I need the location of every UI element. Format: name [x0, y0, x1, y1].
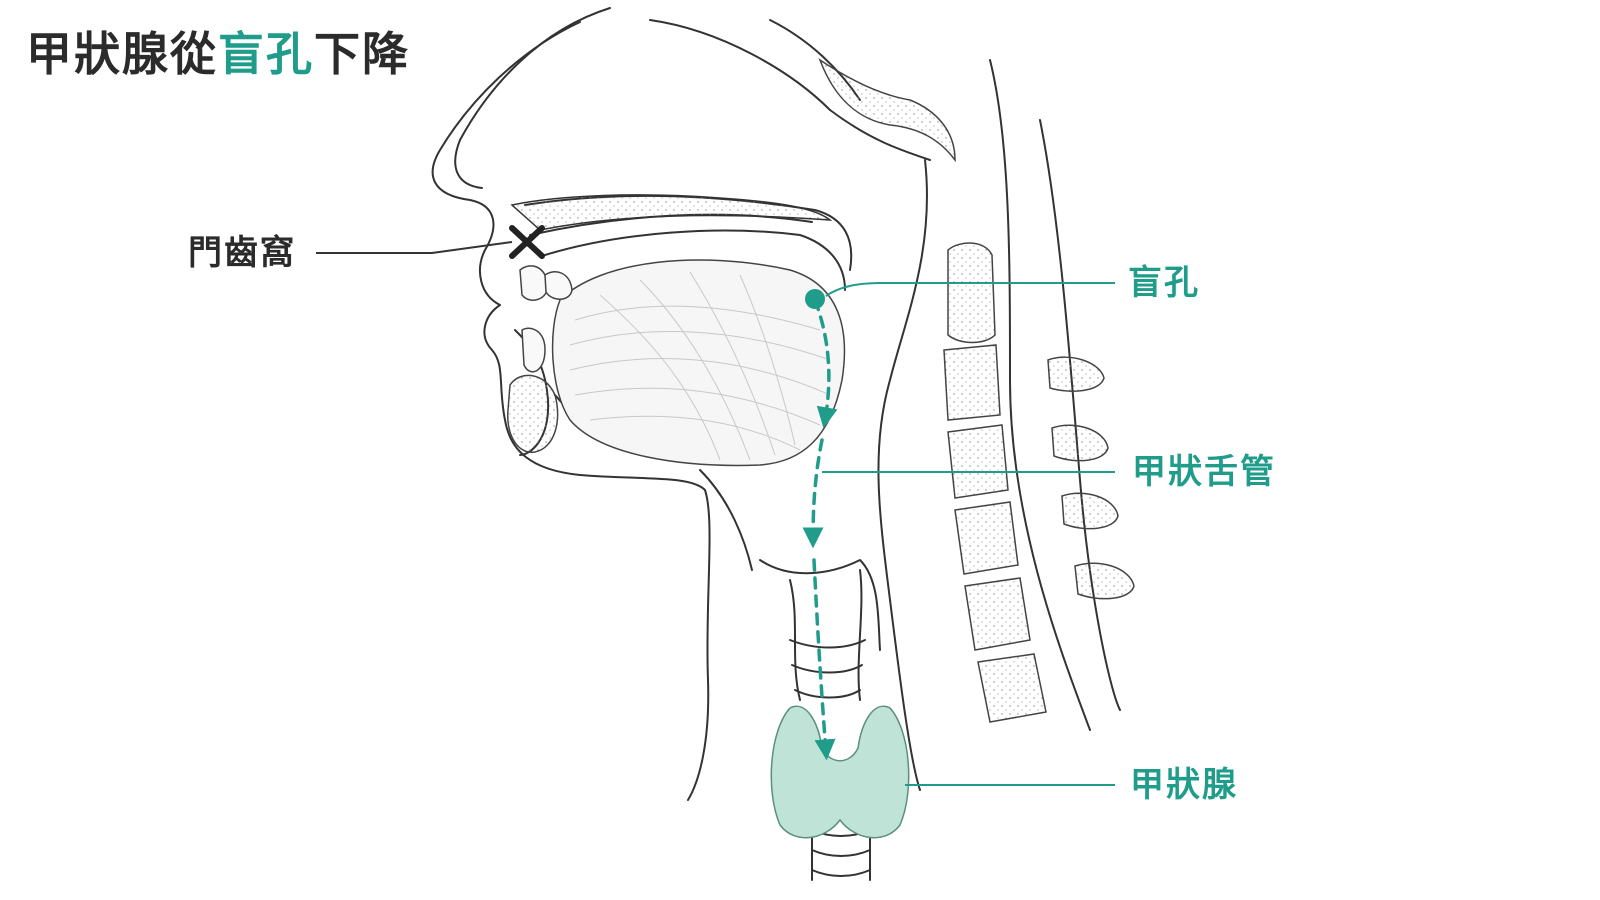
foramen-cecum-dot — [805, 289, 825, 309]
cervical-spine — [943, 242, 1047, 723]
thyroid-gland — [770, 705, 910, 839]
label-incisive-fossa: 門齒窩 — [188, 233, 296, 273]
page-title: 甲狀腺從盲孔下降 — [26, 18, 410, 84]
incisive-fossa-x-icon — [509, 225, 545, 259]
thyroglossal-duct-path — [802, 298, 838, 761]
nasal-bone — [510, 194, 833, 231]
label-thyroglossal-duct: 甲狀舌管 — [1132, 452, 1276, 492]
label-thyroid-gland: 甲狀腺 — [1130, 765, 1238, 805]
occipital-bone — [818, 58, 956, 163]
title-part3: 下降 — [314, 27, 410, 81]
leader-incisive-fossa — [316, 241, 513, 254]
title-part1: 甲狀腺從 — [26, 27, 218, 81]
spinous-processes — [1047, 356, 1135, 600]
teeth — [519, 265, 573, 373]
mandible-bone — [507, 374, 559, 453]
title-accent: 盲孔 — [218, 27, 314, 81]
leader-lines — [316, 241, 1115, 786]
tongue — [551, 259, 846, 467]
leader-foramen-cecum — [825, 282, 1115, 297]
label-foramen-cecum: 盲孔 — [1128, 263, 1200, 303]
